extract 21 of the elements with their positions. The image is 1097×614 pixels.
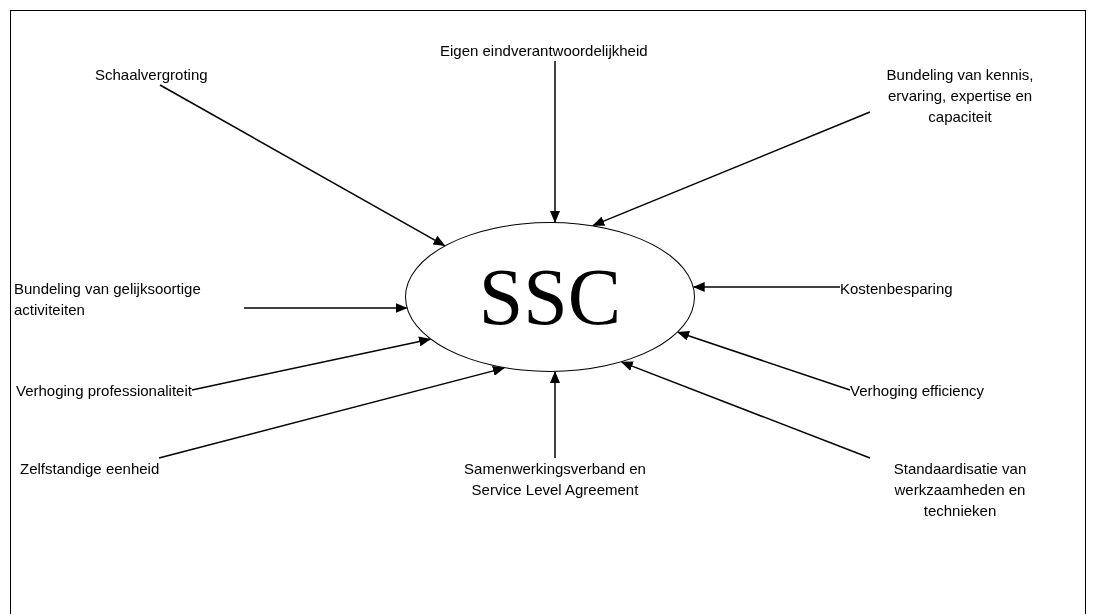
factor-label: Standaardisatie van werkzaamheden en technieken <box>870 458 1050 521</box>
arrow <box>620 361 871 459</box>
arrow <box>158 366 505 459</box>
factor-label: Kostenbesparing <box>840 278 953 299</box>
arrow <box>550 370 560 459</box>
arrow <box>191 336 432 391</box>
arrow <box>243 303 408 313</box>
factor-label: Samenwerkingsverband en Service Level Agreement <box>445 458 665 500</box>
arrow <box>692 282 841 292</box>
factor-label: Bundeling van gelijksoortige activiteiten <box>14 278 244 320</box>
arrow <box>592 111 871 227</box>
factor-label: Bundeling van kennis, ervaring, expertise en capaciteit <box>870 64 1050 127</box>
factor-label: Zelfstandige eenheid <box>20 458 160 479</box>
factor-label: Schaalvergroting <box>95 64 208 85</box>
node-label: SSC <box>478 257 622 337</box>
factor-label: Verhoging professionaliteit <box>16 380 192 401</box>
factor-label: Eigen eindverantwoordelijkheid <box>440 40 648 61</box>
arrow <box>159 84 446 247</box>
factor-label: Verhoging efficiency <box>850 380 984 401</box>
arrow <box>677 331 851 391</box>
arrow <box>550 60 560 224</box>
